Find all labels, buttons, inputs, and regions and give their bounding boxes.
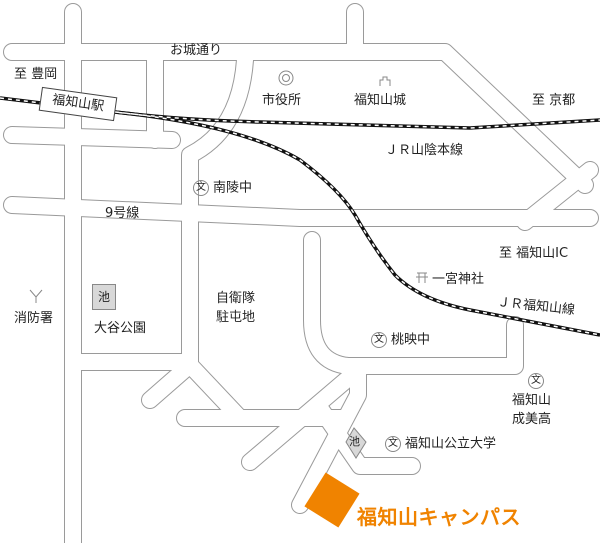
- nanryo-school: 文南陵中: [193, 180, 252, 196]
- toei-school: 文桃映中: [371, 332, 430, 348]
- school-icon: 文: [371, 332, 387, 348]
- pond-park: 池: [92, 284, 116, 310]
- seibi-label-1: 福知山: [512, 393, 552, 408]
- city-hall-label: 市役所: [262, 93, 302, 108]
- railway-dashes: [0, 97, 600, 336]
- direction-fukuchiyama-ic: 至 福知山IC: [499, 246, 569, 261]
- seibi-label-2: 成美高: [512, 412, 552, 427]
- fire-station-label: 消防署: [14, 311, 54, 326]
- shrine-icon: [416, 272, 428, 283]
- road-label-route9: 9号線: [105, 206, 140, 221]
- nanryo-label: 南陵中: [213, 180, 253, 196]
- school-icon: 文: [528, 373, 544, 389]
- sdf-label-1: 自衛隊: [216, 291, 256, 306]
- road-fills: [4, 4, 598, 543]
- road-outlines: [3, 3, 599, 543]
- school-icon: 文: [193, 180, 209, 196]
- fire-station-icon: [29, 289, 43, 303]
- direction-kyoto: 至 京都: [532, 93, 576, 108]
- pond-icon: [345, 427, 367, 459]
- direction-toyooka: 至 豊岡: [14, 67, 58, 82]
- university-label: 福知山公立大学: [405, 436, 497, 452]
- sdf-label-2: 駐屯地: [216, 310, 256, 325]
- otani-park-label: 大谷公園: [94, 321, 147, 336]
- toei-label: 桃映中: [391, 332, 431, 348]
- school-icon: 文: [385, 436, 401, 452]
- school-icon-seibi: 文: [528, 373, 548, 389]
- road-label-oshiro-dori: お城通り: [170, 43, 223, 58]
- rail-label-sanin: ＪＲ山陰本線: [385, 143, 464, 158]
- campus-label: 福知山キャンパス: [357, 505, 521, 529]
- castle-icon: [379, 76, 391, 86]
- castle-label: 福知山城: [354, 93, 407, 108]
- university: 文福知山公立大学: [385, 436, 496, 452]
- pond-label: 池: [349, 435, 360, 448]
- ichinomiya-shrine-label: 一宮神社: [432, 272, 485, 287]
- symbols: [29, 70, 428, 303]
- city-hall-icon: [278, 70, 294, 86]
